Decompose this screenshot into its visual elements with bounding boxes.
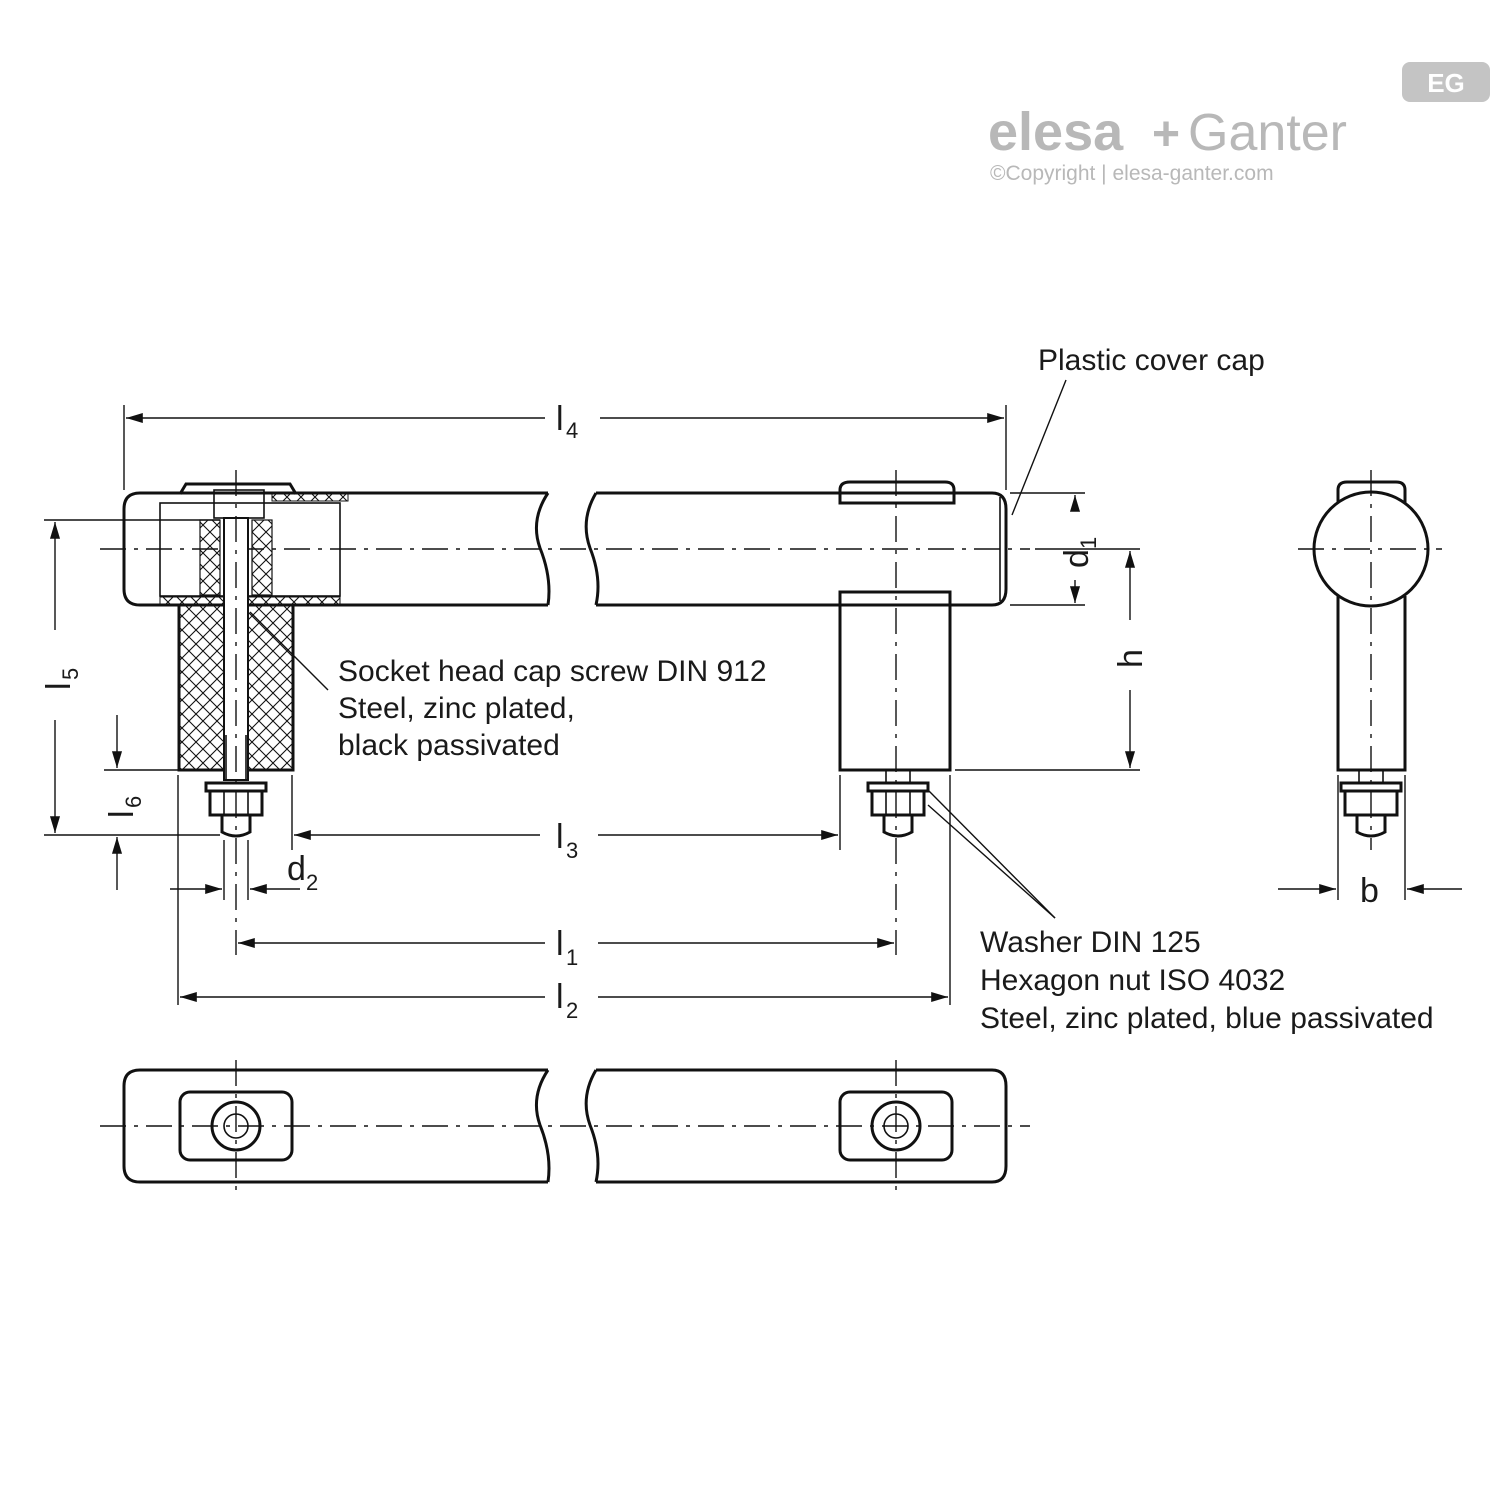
- top-break-right: [584, 1069, 600, 1183]
- washer-leader: [927, 789, 1056, 919]
- washer-label-line-1: Washer DIN 125: [980, 926, 1201, 959]
- dim-d1-symbol: d: [1058, 549, 1096, 568]
- elesa-ganter-logo: EG elesa + Ganter ©Copyright | elesa-gan…: [988, 62, 1490, 185]
- dim-l1-symbol: l: [556, 925, 564, 963]
- top-break-left: [534, 1069, 551, 1183]
- top-cap-right: [838, 480, 956, 505]
- nut-right: [870, 789, 926, 817]
- dimension-lines: [44, 405, 1140, 1005]
- break-line-left: [534, 492, 551, 606]
- side-nut: [1343, 789, 1399, 817]
- cover-cap-label: Plastic cover cap: [1038, 344, 1265, 377]
- washer-label-line-3: Steel, zinc plated, blue passivated: [980, 1002, 1434, 1035]
- tube-right-segment: [596, 491, 1008, 607]
- dim-l2-symbol: l: [556, 978, 564, 1016]
- break-line-right: [584, 492, 600, 606]
- side-screw-tip: [1355, 815, 1387, 838]
- cover-cap-leader: [1011, 379, 1067, 516]
- sleeve-hatch-left: [199, 519, 221, 596]
- dim-d2-sub: 2: [306, 870, 318, 895]
- dim-l5-sub: 5: [58, 668, 83, 680]
- dim-d1-sub: 1: [1076, 537, 1101, 549]
- screw-label-line-1: Socket head cap screw DIN 912: [338, 655, 767, 688]
- dim-l4-symbol: l: [556, 400, 564, 438]
- screw-label-line-2: Steel, zinc plated,: [338, 692, 575, 725]
- stud-right: [885, 769, 911, 784]
- logo-badge: [1402, 62, 1490, 102]
- screw-tip-right: [882, 815, 914, 838]
- dim-l6-symbol: l: [103, 810, 141, 818]
- dim-d2-symbol: d: [287, 850, 306, 888]
- dim-l1-sub: 1: [566, 945, 578, 970]
- dim-l2-sub: 2: [566, 998, 578, 1023]
- dim-l4-sub: 4: [566, 418, 578, 443]
- top-screw-left: [210, 1100, 262, 1152]
- dim-l3-symbol: l: [556, 818, 564, 856]
- top-screw-right: [870, 1100, 922, 1152]
- dim-l5-symbol: l: [40, 682, 78, 690]
- logo-copyright: ©Copyright | elesa-ganter.com: [990, 162, 1274, 185]
- dimension-symbols: l 4 l 5 l 6 l 3 d 2 l 1 l 2 d 1 h b: [40, 400, 1379, 1023]
- screw-tip-left: [220, 815, 252, 838]
- dim-l6-sub: 6: [121, 796, 146, 808]
- callouts: Plastic cover cap Socket head cap screw …: [249, 344, 1434, 1035]
- side-view: [1278, 470, 1462, 900]
- dim-b-symbol: b: [1360, 872, 1379, 910]
- tube-wall-hatch-top: [271, 492, 349, 502]
- left-cover-cap: [178, 482, 298, 495]
- washer-label-line-2: Hexagon nut ISO 4032: [980, 964, 1285, 997]
- top-tube-right: [596, 1068, 1008, 1184]
- dim-h-symbol: h: [1112, 649, 1150, 668]
- screw-label-line-3: black passivated: [338, 729, 560, 762]
- dim-l3-sub: 3: [566, 838, 578, 863]
- front-view: [100, 470, 1030, 955]
- side-stud: [1358, 769, 1384, 784]
- logo-brand-ganter: Ganter: [1188, 104, 1347, 162]
- logo-brand-elesa: elesa: [988, 102, 1124, 162]
- logo-badge-text: EG: [1427, 68, 1465, 98]
- sleeve-hatch-right: [251, 519, 273, 596]
- logo-plus: +: [1152, 108, 1180, 161]
- screw-leader: [249, 611, 329, 691]
- nut-leader: [927, 804, 1056, 919]
- tube-inner-wall-left: [159, 502, 341, 597]
- top-view: [100, 1060, 1030, 1195]
- right-leg: [838, 590, 952, 772]
- screw-shank: [223, 517, 249, 781]
